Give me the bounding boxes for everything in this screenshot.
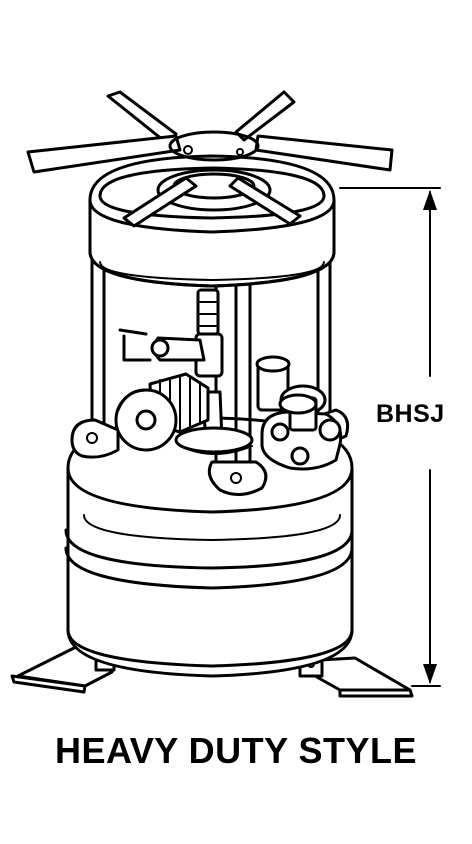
pump-knob (114, 372, 210, 452)
figure-caption: HEAVY DUTY STYLE (54, 730, 418, 771)
burner-assembly (118, 288, 291, 455)
left-bracket (70, 418, 120, 459)
fuel-cap (260, 384, 343, 471)
dimension-arrow (339, 187, 441, 687)
dimension-label: BHSJ (376, 400, 445, 428)
center-bracket (207, 460, 268, 496)
pot-supports (26, 90, 394, 228)
